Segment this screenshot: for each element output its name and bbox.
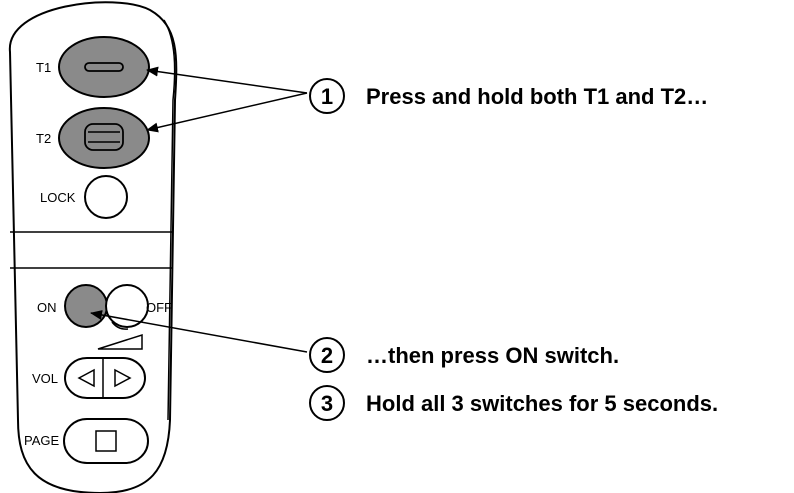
step-3-number: 3 [321, 391, 333, 416]
step-1-text: Press and hold both T1 and T2… [366, 84, 708, 109]
step-3-number-circle [309, 385, 345, 421]
lock-label: LOCK [40, 190, 76, 205]
step-2-text: …then press ON switch. [366, 343, 619, 368]
t2-bars-icon [84, 123, 124, 151]
volume-ramp-icon [97, 333, 143, 350]
page-square-icon [95, 430, 117, 452]
lock-button[interactable] [84, 175, 128, 219]
vol-label: VOL [32, 371, 58, 386]
on-off-rocker-edge [111, 321, 129, 330]
on-label: ON [37, 300, 57, 315]
step-1-number-circle [309, 78, 345, 114]
step-1: 1 Press and hold both T1 and T2… [309, 78, 708, 114]
step-3-text: Hold all 3 switches for 5 seconds. [366, 391, 718, 416]
volume-rocker[interactable] [64, 357, 146, 399]
step-3: 3 Hold all 3 switches for 5 seconds. [309, 385, 718, 421]
off-button[interactable] [105, 284, 149, 328]
t1-button[interactable] [58, 36, 150, 98]
off-label: OFF [146, 300, 172, 315]
arrow-to-t2 [146, 92, 308, 133]
remote-side-edge [163, 19, 176, 421]
t1-bar-icon [84, 62, 124, 72]
step-2: 2 …then press ON switch. [309, 337, 619, 373]
t2-label: T2 [36, 131, 51, 146]
volume-down-icon[interactable] [77, 368, 95, 388]
on-button[interactable] [64, 284, 108, 328]
remote-control: T1 T2 LOCK ON OFF VOL [8, 1, 178, 493]
step-1-number: 1 [321, 84, 333, 109]
page-label: PAGE [24, 433, 59, 448]
t1-label: T1 [36, 60, 51, 75]
arrow-to-on [90, 310, 308, 353]
page-button[interactable] [63, 418, 149, 464]
arrow-to-t1 [146, 66, 308, 94]
step-2-number-circle [309, 337, 345, 373]
volume-up-icon[interactable] [114, 368, 132, 388]
step-2-number: 2 [321, 343, 333, 368]
t2-button[interactable] [58, 107, 150, 169]
